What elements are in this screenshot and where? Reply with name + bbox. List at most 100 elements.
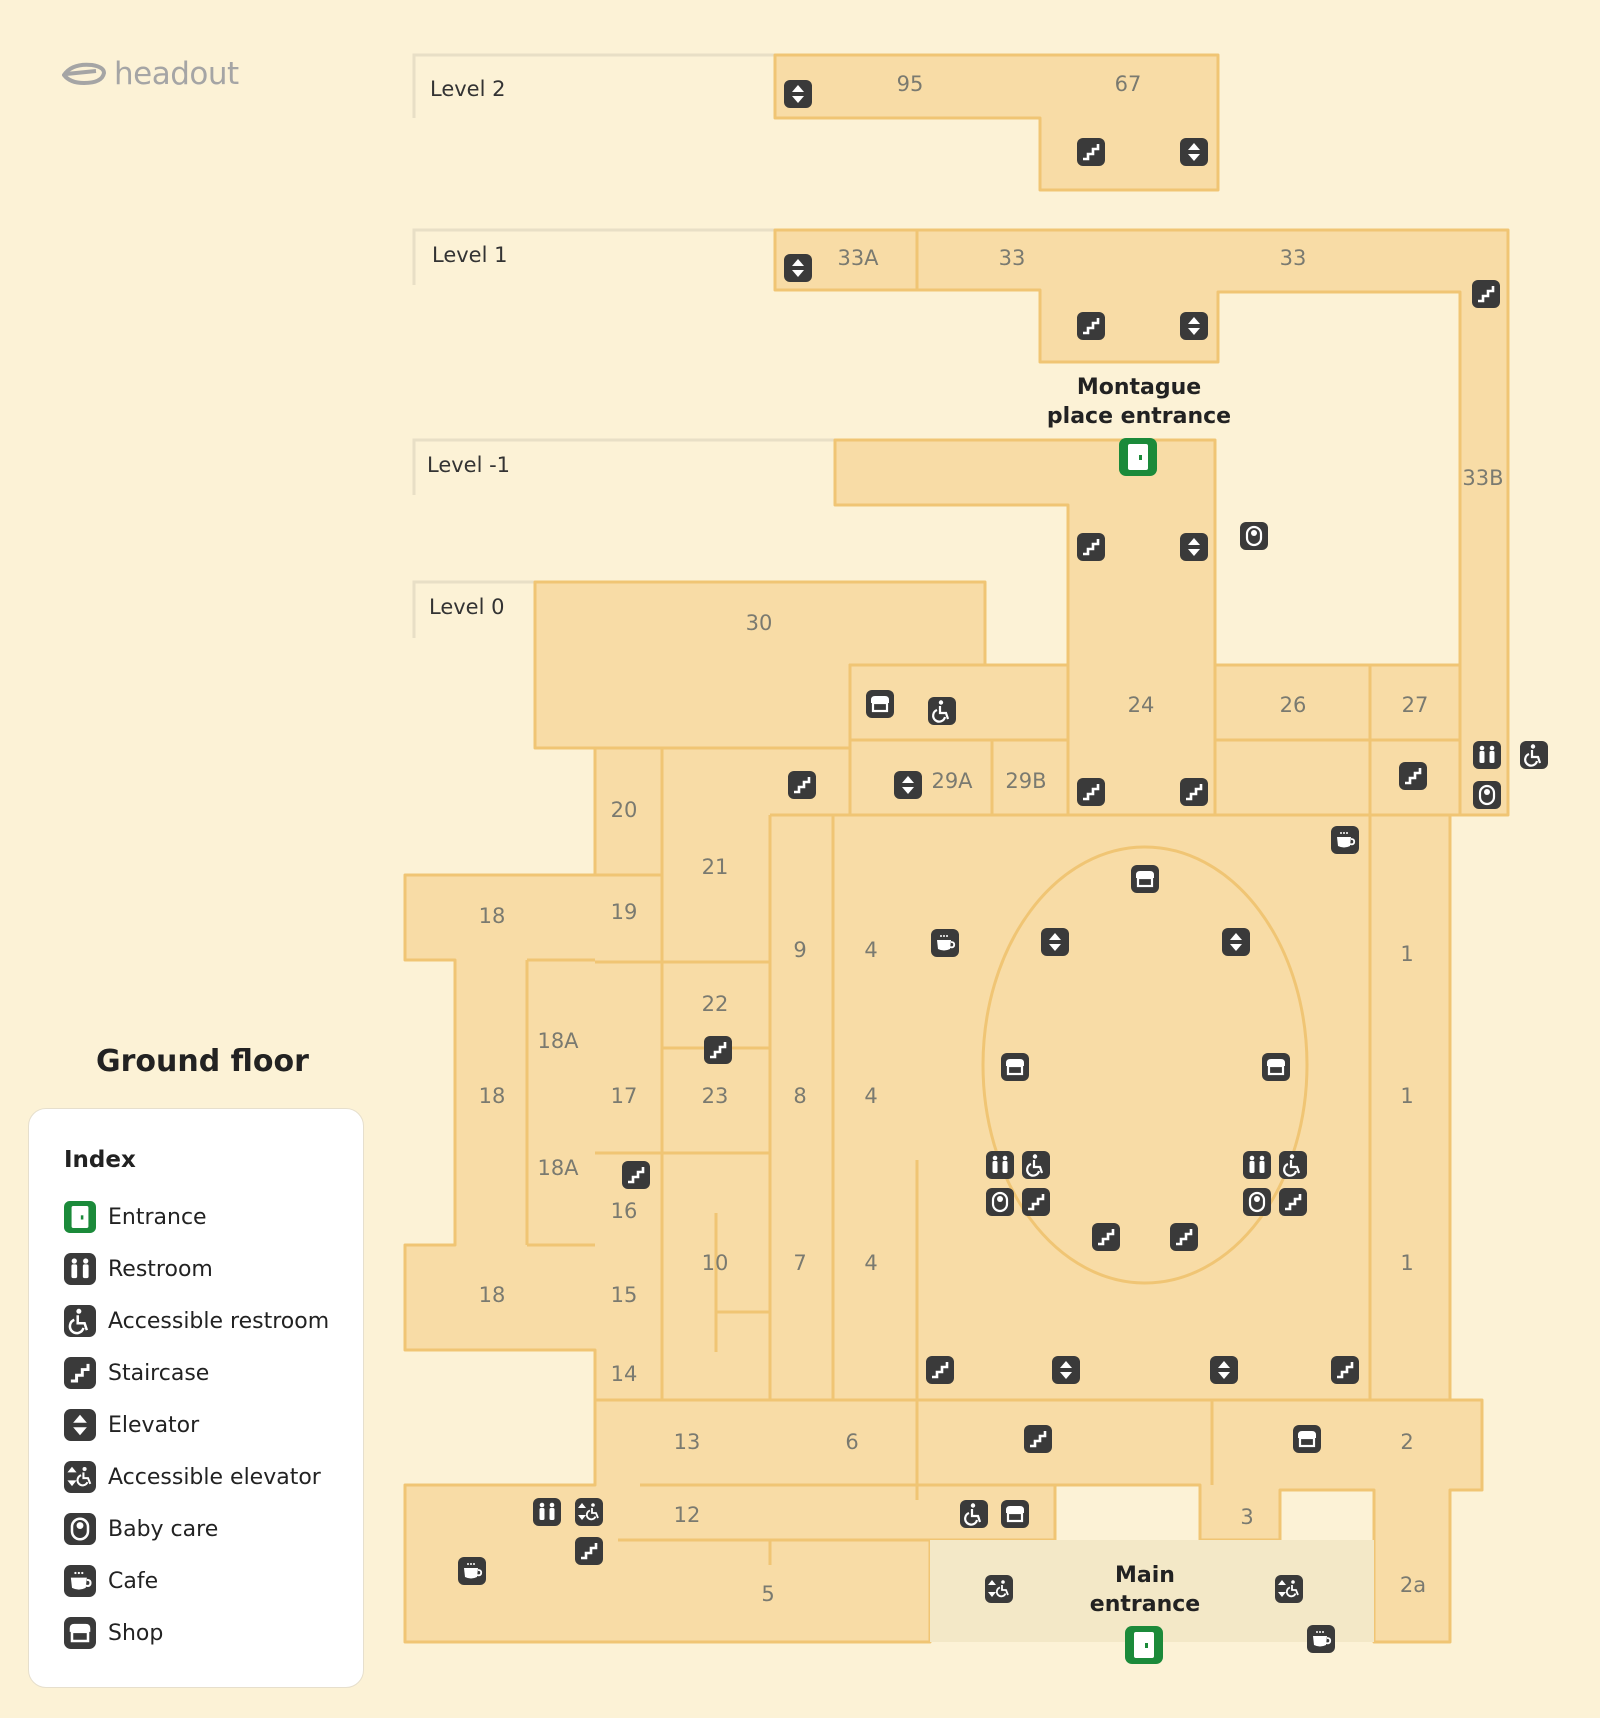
room-label: 30 [746, 611, 773, 635]
staircase-icon [1279, 1188, 1307, 1216]
baby-care-icon [1240, 522, 1268, 550]
level-1-floor [773, 228, 1510, 817]
svg-text:Main: Main [1115, 1563, 1175, 1588]
elevator-icon [1041, 928, 1069, 956]
level-label: Level 1 [432, 243, 507, 267]
shop-icon [1001, 1053, 1029, 1081]
main-entrance-label: Main entrance [1090, 1563, 1200, 1617]
legend-label: Cafe [108, 1568, 159, 1594]
legend-label: Shop [108, 1620, 164, 1646]
room-label: 29B [1005, 769, 1046, 793]
room-label: 2a [1400, 1573, 1426, 1597]
level-2-floor [773, 53, 1220, 192]
legend-label: Elevator [108, 1412, 200, 1438]
room-label: 22 [702, 992, 729, 1016]
legend-item-accessible-elevator: Accessible elevator [64, 1461, 321, 1493]
legend-label: Staircase [108, 1360, 210, 1386]
staircase-icon [64, 1357, 96, 1389]
room-label: 10 [702, 1251, 729, 1275]
legend-item-restroom: Restroom [64, 1253, 213, 1285]
room-label: 33 [1280, 246, 1307, 270]
room-label: 33 [999, 246, 1026, 270]
accessible-elevator-icon [1275, 1575, 1303, 1603]
restroom-icon [1473, 741, 1501, 769]
room-label: 8 [793, 1084, 806, 1108]
elevator-icon [1180, 138, 1208, 166]
accessible-restroom-icon [928, 697, 956, 725]
room-label: 18A [537, 1156, 579, 1180]
room-label: 1 [1400, 1084, 1413, 1108]
staircase-icon [1472, 280, 1500, 308]
staircase-icon [1022, 1188, 1050, 1216]
cafe-icon [1331, 826, 1359, 854]
entrance-icon [1119, 438, 1157, 476]
accessible-elevator-icon [985, 1575, 1013, 1603]
staircase-icon [1077, 312, 1105, 340]
staircase-icon [704, 1036, 732, 1064]
accessible-restroom-icon [960, 1500, 988, 1528]
room-label: 18 [479, 1283, 506, 1307]
legend-item-accessible-restroom: Accessible restroom [64, 1305, 329, 1337]
staircase-icon [926, 1356, 954, 1384]
accessible-restroom-icon [64, 1305, 96, 1337]
index-title: Index [64, 1147, 136, 1173]
staircase-icon [1399, 762, 1427, 790]
restroom-icon [64, 1253, 96, 1285]
staircase-icon [1170, 1223, 1198, 1251]
restroom-icon [1243, 1151, 1271, 1179]
shop-icon [1131, 865, 1159, 893]
room-label: 17 [611, 1084, 638, 1108]
room-label: 15 [611, 1283, 638, 1307]
room-label: 12 [674, 1503, 701, 1527]
room-label: 33B [1462, 466, 1503, 490]
room-label: 9 [793, 938, 806, 962]
staircase-icon [1077, 778, 1105, 806]
accessible-restroom-icon [1520, 741, 1548, 769]
room-label: 21 [702, 855, 729, 879]
shop-icon [1262, 1053, 1290, 1081]
room-label: 23 [702, 1084, 729, 1108]
cafe-icon [1307, 1625, 1335, 1653]
room-label: 24 [1128, 693, 1155, 717]
room-label: 4 [864, 1084, 877, 1108]
staircase-icon [622, 1161, 650, 1189]
staircase-icon [1331, 1356, 1359, 1384]
svg-text:Montague: Montague [1077, 375, 1201, 400]
elevator-icon [1222, 928, 1250, 956]
shop-icon [1293, 1425, 1321, 1453]
map-index: Index Entrance Restroom Accessible restr… [28, 1108, 364, 1688]
staircase-icon [1092, 1223, 1120, 1251]
elevator-icon [1180, 312, 1208, 340]
room-label: 67 [1115, 72, 1142, 96]
headout-logo: headout [62, 56, 239, 92]
svg-text:entrance: entrance [1090, 1592, 1200, 1617]
room-label: 18 [479, 904, 506, 928]
level-labels: Level 2 Level 1 Level -1 Level 0 [427, 77, 510, 619]
elevator-icon [784, 80, 812, 108]
shop-icon [866, 690, 894, 718]
room-label: 29A [931, 769, 973, 793]
ground-floor-main [403, 746, 1484, 1644]
restroom-icon [533, 1498, 561, 1526]
floor-title: Ground floor [96, 1044, 309, 1079]
room-label: 6 [845, 1430, 858, 1454]
level-label: Level -1 [427, 453, 510, 477]
level-label: Level 0 [429, 595, 504, 619]
entrance-icon [64, 1201, 96, 1233]
room-label: 18A [537, 1029, 579, 1053]
room-label: 14 [611, 1362, 638, 1386]
room-label: 27 [1402, 693, 1429, 717]
legend-label: Baby care [108, 1516, 219, 1542]
room-label: 1 [1400, 942, 1413, 966]
staircase-icon [788, 771, 816, 799]
staircase-icon [1077, 533, 1105, 561]
baby-care-icon [64, 1513, 96, 1545]
entrance-icon [1125, 1626, 1163, 1664]
room-label: 26 [1280, 693, 1307, 717]
elevator-icon [1180, 533, 1208, 561]
room-label: 3 [1240, 1505, 1253, 1529]
shop-icon [1001, 1500, 1029, 1528]
baby-care-icon [986, 1188, 1014, 1216]
staircase-icon [575, 1537, 603, 1565]
